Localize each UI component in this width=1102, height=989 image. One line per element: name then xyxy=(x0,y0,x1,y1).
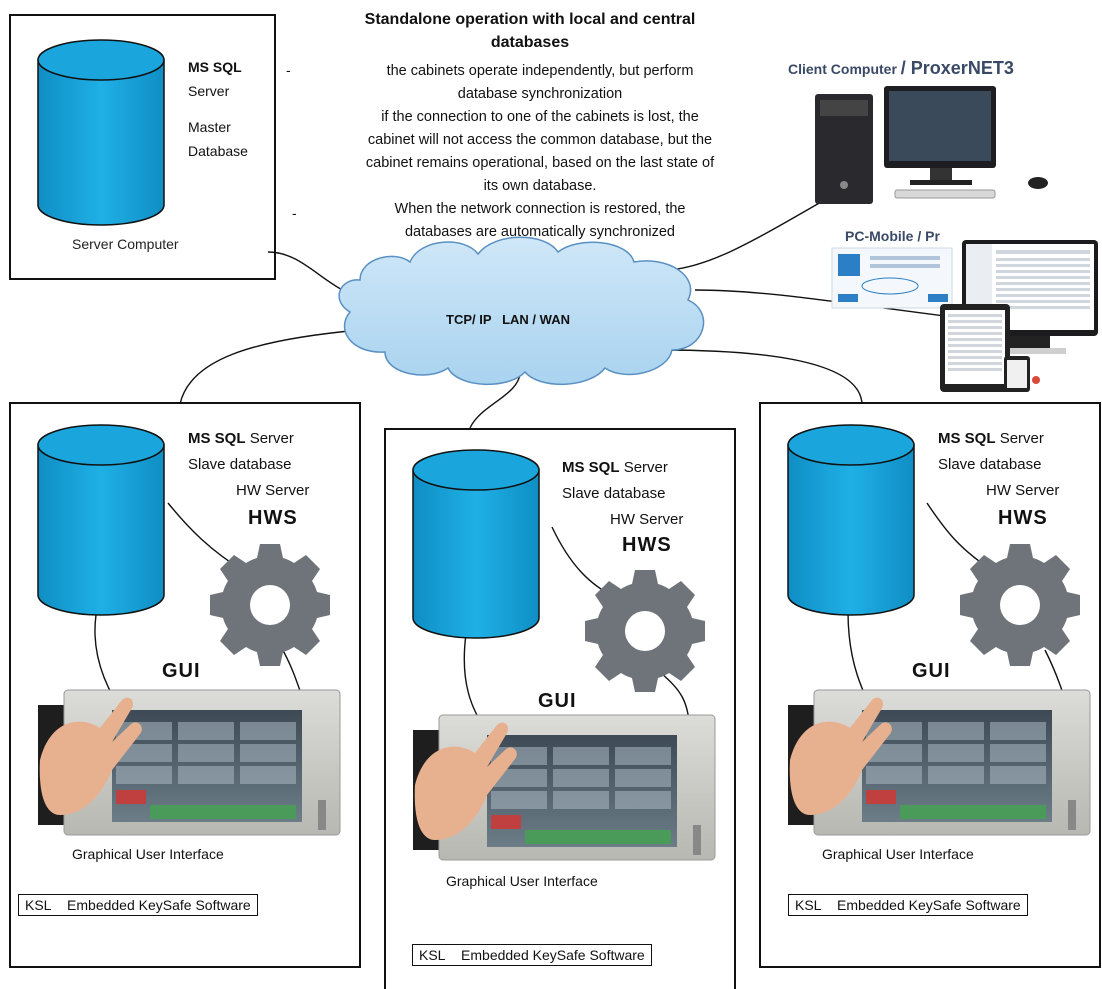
server-db-label: MS SQL Server Master Database xyxy=(188,55,248,163)
bullet-line: databases are automatically synchronized xyxy=(404,224,675,240)
network-cloud xyxy=(338,236,705,385)
cabinet-3-gui-label: Graphical User Interface xyxy=(822,846,974,862)
client-computer-label: Client Computer / ProxerNET3 xyxy=(788,58,1014,79)
bullet-line: cabinet will not access the common datab… xyxy=(367,132,713,148)
cabinet-3-slave-db: Slave database xyxy=(938,456,1042,473)
server-computer-label: Server Computer xyxy=(72,236,179,252)
diagram-title-line-1: Standalone operation with local and cent… xyxy=(364,11,696,28)
cabinet-3-ms-sql: MS SQL xyxy=(938,430,996,447)
bullet-line: if the connection to one of the cabinets… xyxy=(381,109,699,125)
bullet-line: When the network connection is restored,… xyxy=(394,201,686,217)
description-bullets: the cabinets operate independently, but … xyxy=(300,60,780,244)
server-database-icon xyxy=(37,39,165,226)
cabinet-1-touch-panel xyxy=(38,689,341,836)
server-ms-sql: MS SQL xyxy=(188,59,242,75)
cabinet-3-hws: HWS xyxy=(998,507,1048,529)
cabinet-3-ksl-text: Embedded KeySafe Software xyxy=(837,897,1021,913)
cabinet-2-box xyxy=(384,428,736,989)
cabinet-2-ksl-text: Embedded KeySafe Software xyxy=(461,947,645,963)
cabinet-1-hw-server: HW Server xyxy=(236,482,310,499)
server-computer-box xyxy=(9,14,276,280)
cabinet-1-hws: HWS xyxy=(248,507,298,529)
cabinet-3-ksl-code: KSL xyxy=(795,897,822,913)
cabinet-2-hws: HWS xyxy=(622,534,672,556)
diagram-title: Standalone operation with local and cent… xyxy=(300,8,760,54)
cabinet-1-ksl-box: KSL Embedded KeySafe Software xyxy=(18,894,258,916)
cabinet-1-ms-sql: MS SQL xyxy=(188,430,246,447)
cabinet-3-ksl-box: KSL Embedded KeySafe Software xyxy=(788,894,1028,916)
cabinet-3-box xyxy=(759,402,1101,968)
bullet-line: its own database. xyxy=(483,178,597,194)
bullet-dash-2: - xyxy=(292,205,297,221)
cabinet-2-ms-sql: MS SQL xyxy=(562,459,620,476)
server-master-word: Master xyxy=(188,119,231,135)
client-computer-label-big: / ProxerNET3 xyxy=(900,58,1014,78)
client-computer-label-small: Client Computer xyxy=(788,61,897,77)
network-label: TCP/ IP LAN / WAN xyxy=(446,312,570,327)
client-desktop-icon xyxy=(815,86,1048,204)
cabinet-2-slave-db: Slave database xyxy=(562,485,666,502)
cabinet-1-slave-db: Slave database xyxy=(188,456,292,473)
cabinet-1-server-word: Server xyxy=(249,430,294,447)
diagram-title-line-2: databases xyxy=(490,34,570,51)
cabinet-2-gui-label: Graphical User Interface xyxy=(446,873,598,889)
cabinet-2-hw-server: HW Server xyxy=(610,511,684,528)
cabinet-2-gui: GUI xyxy=(538,690,577,712)
cabinet-3-hw-server: HW Server xyxy=(986,482,1060,499)
cabinet-2-database-icon xyxy=(412,449,540,639)
cabinet-1-database-icon xyxy=(37,424,165,616)
server-server-word: Server xyxy=(188,83,230,99)
cabinet-3-touch-panel xyxy=(788,689,1091,836)
cabinet-3-database-icon xyxy=(787,424,915,616)
cabinet-2-db-label: MS SQL Server Slave database HW Server xyxy=(562,455,683,533)
cabinet-2-ksl-box: KSL Embedded KeySafe Software xyxy=(412,944,652,966)
server-database-word: Database xyxy=(188,143,248,159)
cabinet-2-server-word: Server xyxy=(623,459,668,476)
mobile-devices-icon xyxy=(831,240,1100,392)
bullet-dash-1: - xyxy=(286,62,291,78)
cabinet-1-gui-label: Graphical User Interface xyxy=(72,846,224,862)
cabinet-3-gui: GUI xyxy=(912,660,951,682)
cabinet-1-box xyxy=(9,402,361,968)
pc-mobile-label: PC-Mobile / Pr xyxy=(845,228,940,244)
cabinet-1-db-label: MS SQL Server Slave database HW Server xyxy=(188,426,309,504)
bullet-line: cabinet remains operational, based on th… xyxy=(365,155,715,171)
cabinet-1-ksl-code: KSL xyxy=(25,897,52,913)
bullet-line: the cabinets operate independently, but … xyxy=(386,63,694,79)
bullet-line: database synchronization xyxy=(457,86,623,102)
cabinet-2-touch-panel xyxy=(413,714,716,861)
cabinet-1-ksl-text: Embedded KeySafe Software xyxy=(67,897,251,913)
cabinet-2-ksl-code: KSL xyxy=(419,947,446,963)
cabinet-3-server-word: Server xyxy=(999,430,1044,447)
cabinet-3-db-label: MS SQL Server Slave database HW Server xyxy=(938,426,1059,504)
cabinet-1-gui: GUI xyxy=(162,660,201,682)
